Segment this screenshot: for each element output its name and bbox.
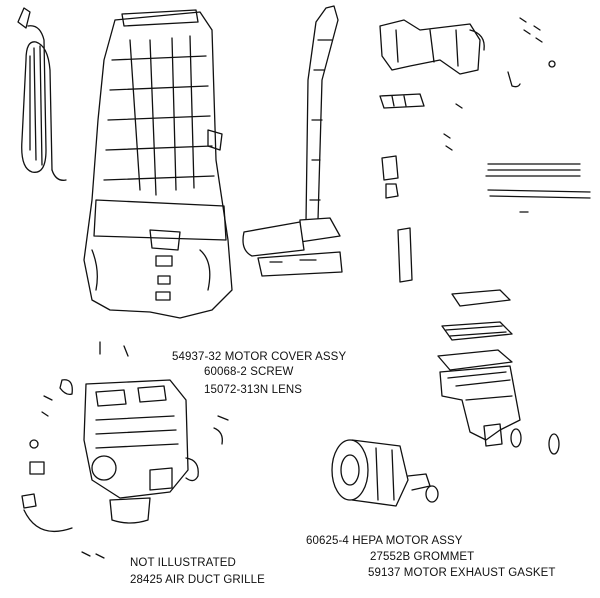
label-air-duct-grille: 28425 AIR DUCT GRILLE	[130, 574, 265, 586]
label-motor-exhaust-gasket: 59137 MOTOR EXHAUST GASKET	[368, 567, 556, 579]
cleaner-head-bracket	[379, 19, 485, 75]
vacuum-body-housing	[83, 9, 233, 319]
label-grommet: 27552B GROMMET	[370, 551, 475, 563]
duct-lens	[21, 493, 151, 559]
label-hepa-motor-assy: 60625-4 HEPA MOTOR ASSY	[306, 535, 463, 547]
latch-parts	[381, 155, 413, 283]
handle-tube	[242, 5, 343, 277]
wand-rods	[485, 163, 591, 213]
hepa-motor	[331, 439, 439, 507]
cover-screws	[29, 341, 229, 475]
label-lens: 15072-313N LENS	[204, 384, 303, 396]
label-motor-cover-assy: 54937-32 MOTOR COVER ASSY	[172, 351, 347, 363]
brush-strip	[379, 93, 425, 109]
label-not-illustrated: NOT ILLUSTRATED	[130, 557, 236, 569]
label-screw: 60068-2 SCREW	[204, 366, 294, 378]
filter-stack	[437, 289, 560, 455]
power-cord	[17, 7, 67, 181]
motor-cover-assembly	[83, 379, 199, 499]
small-screws	[443, 17, 556, 151]
